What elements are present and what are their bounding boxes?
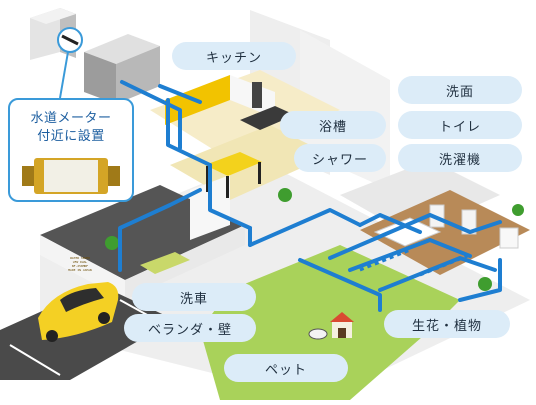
callout-title: 水道メーター 付近に設置 <box>10 110 132 146</box>
plant <box>105 236 119 250</box>
dog-house <box>330 312 354 338</box>
kitchen-range-hood <box>252 82 262 108</box>
meter-callout: 水道メーター 付近に設置 WATER SEWER UFW DUAL NF-250… <box>8 98 134 272</box>
plant <box>478 277 492 291</box>
sofa <box>140 252 190 274</box>
kitchen-stove <box>240 106 295 130</box>
callout-line-2: 付近に設置 <box>37 129 105 144</box>
dog <box>308 328 328 340</box>
callout-line-1: 水道メーター <box>30 111 112 126</box>
parking-lot <box>0 285 175 380</box>
water-pipes <box>118 80 502 312</box>
label-pet: ペット <box>224 354 348 382</box>
filter-device-image <box>22 158 120 194</box>
label-toilet: トイレ <box>398 111 522 139</box>
kitchen-floor <box>150 70 340 160</box>
parking-line <box>9 344 61 376</box>
label-flowers-plants: 生花・植物 <box>384 310 510 338</box>
filter-unit-box <box>84 34 160 104</box>
wood-floor <box>360 190 530 275</box>
car <box>38 282 119 342</box>
pipe-dash-lines <box>359 248 471 277</box>
dining-table <box>205 152 262 198</box>
label-veranda-wall: ベランダ・壁 <box>124 314 256 342</box>
label-kitchen: キッチン <box>172 42 296 70</box>
label-car-wash: 洗車 <box>132 283 256 311</box>
label-washing-machine: 洗濯機 <box>398 144 522 172</box>
label-bathtub: 浴槽 <box>280 111 386 139</box>
front-wall-mid <box>125 225 245 300</box>
plant <box>512 204 524 216</box>
device-label-text: WATER SEWER UFW DUAL NF-250MNF MADE IN J… <box>68 256 92 272</box>
plant <box>278 188 292 202</box>
washing-machine-fixture <box>499 227 519 249</box>
label-washbasin: 洗面 <box>398 76 522 104</box>
callout-leader <box>59 51 69 99</box>
meter-callout-marker <box>57 27 83 53</box>
label-shower: シャワー <box>294 144 386 172</box>
